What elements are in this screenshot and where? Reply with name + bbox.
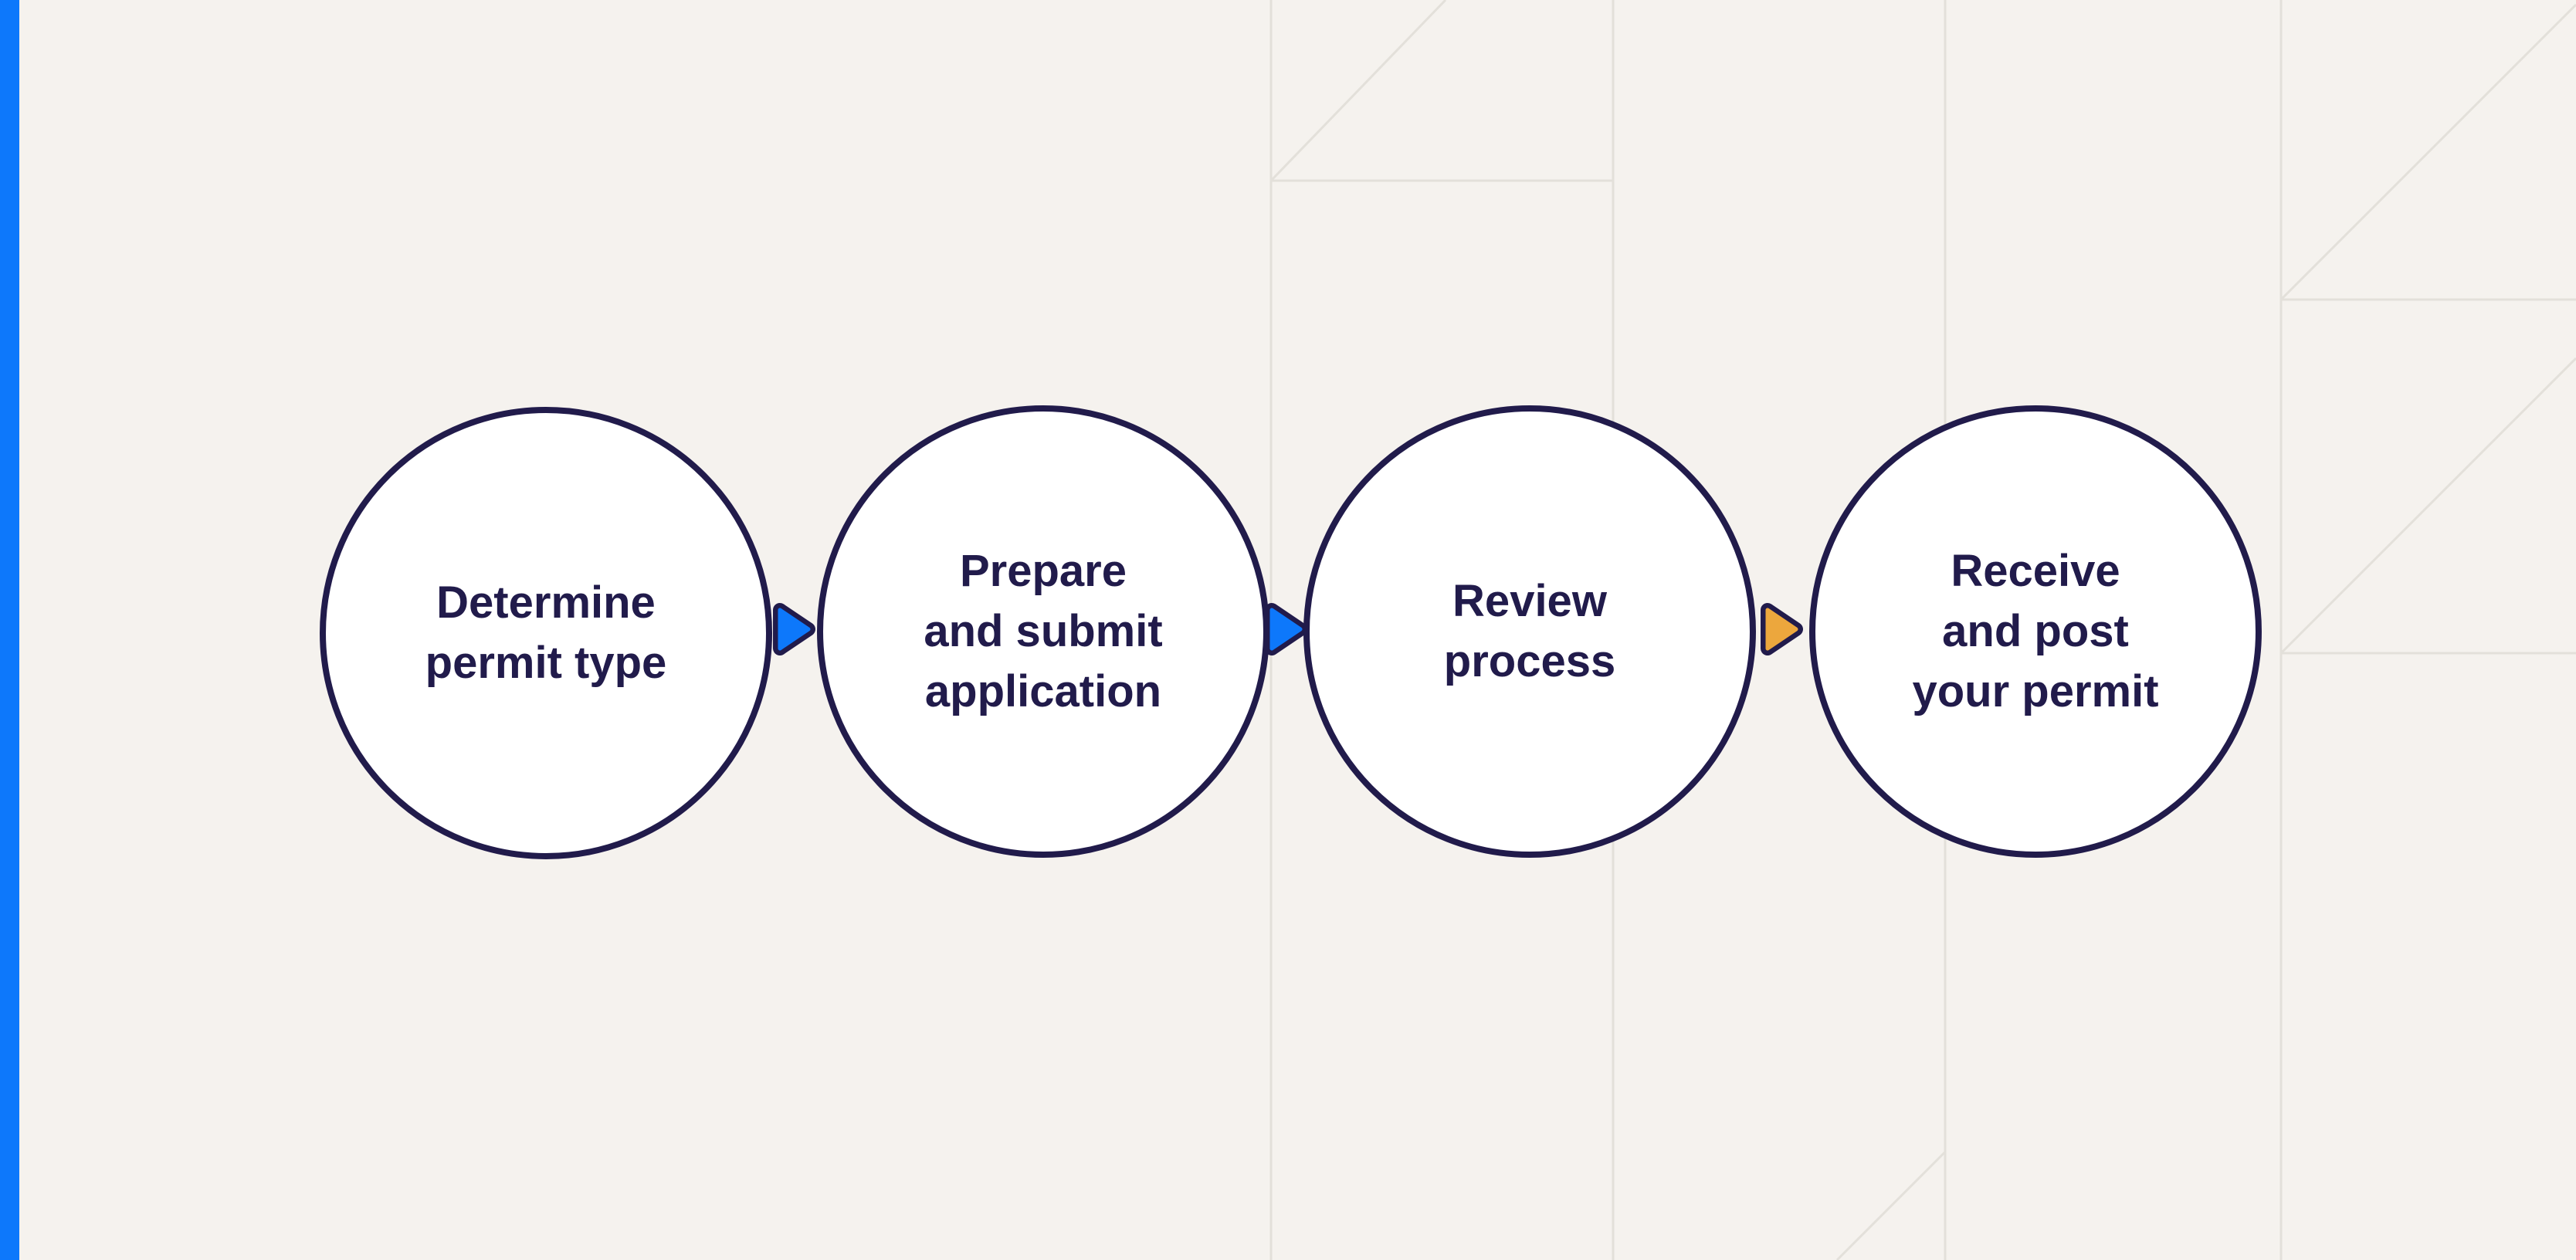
- step-label-line: Determine: [436, 578, 656, 628]
- step-label-line: process: [1443, 636, 1616, 686]
- step-node-receive-and-post-your-permit: Receive and post your permit: [1809, 405, 2262, 858]
- step-node-prepare-and-submit-application: Prepare and submit application: [817, 405, 1269, 858]
- step-label-line: Receive: [1951, 546, 2120, 596]
- step-label: Prepare and submit application: [924, 541, 1162, 722]
- arrow-right-icon: [773, 603, 815, 655]
- left-accent-bar: [0, 0, 19, 1260]
- step-label-line: Prepare: [959, 546, 1127, 596]
- arrow-right-icon: [1761, 603, 1803, 655]
- step-label: Receive and post your permit: [1912, 541, 2158, 722]
- step-label-line: permit type: [425, 638, 667, 688]
- arrow-right-icon: [1265, 603, 1307, 655]
- step-label-line: application: [924, 666, 1162, 716]
- step-label: Determine permit type: [425, 573, 667, 693]
- step-label-line: and submit: [924, 606, 1163, 656]
- step-node-review-process: Review process: [1303, 405, 1756, 858]
- step-label: Review process: [1444, 571, 1615, 692]
- step-label-line: your permit: [1912, 666, 2159, 716]
- step-label-line: Review: [1452, 576, 1607, 626]
- step-node-determine-permit-type: Determine permit type: [320, 407, 772, 859]
- step-label-line: and post: [1942, 606, 2129, 656]
